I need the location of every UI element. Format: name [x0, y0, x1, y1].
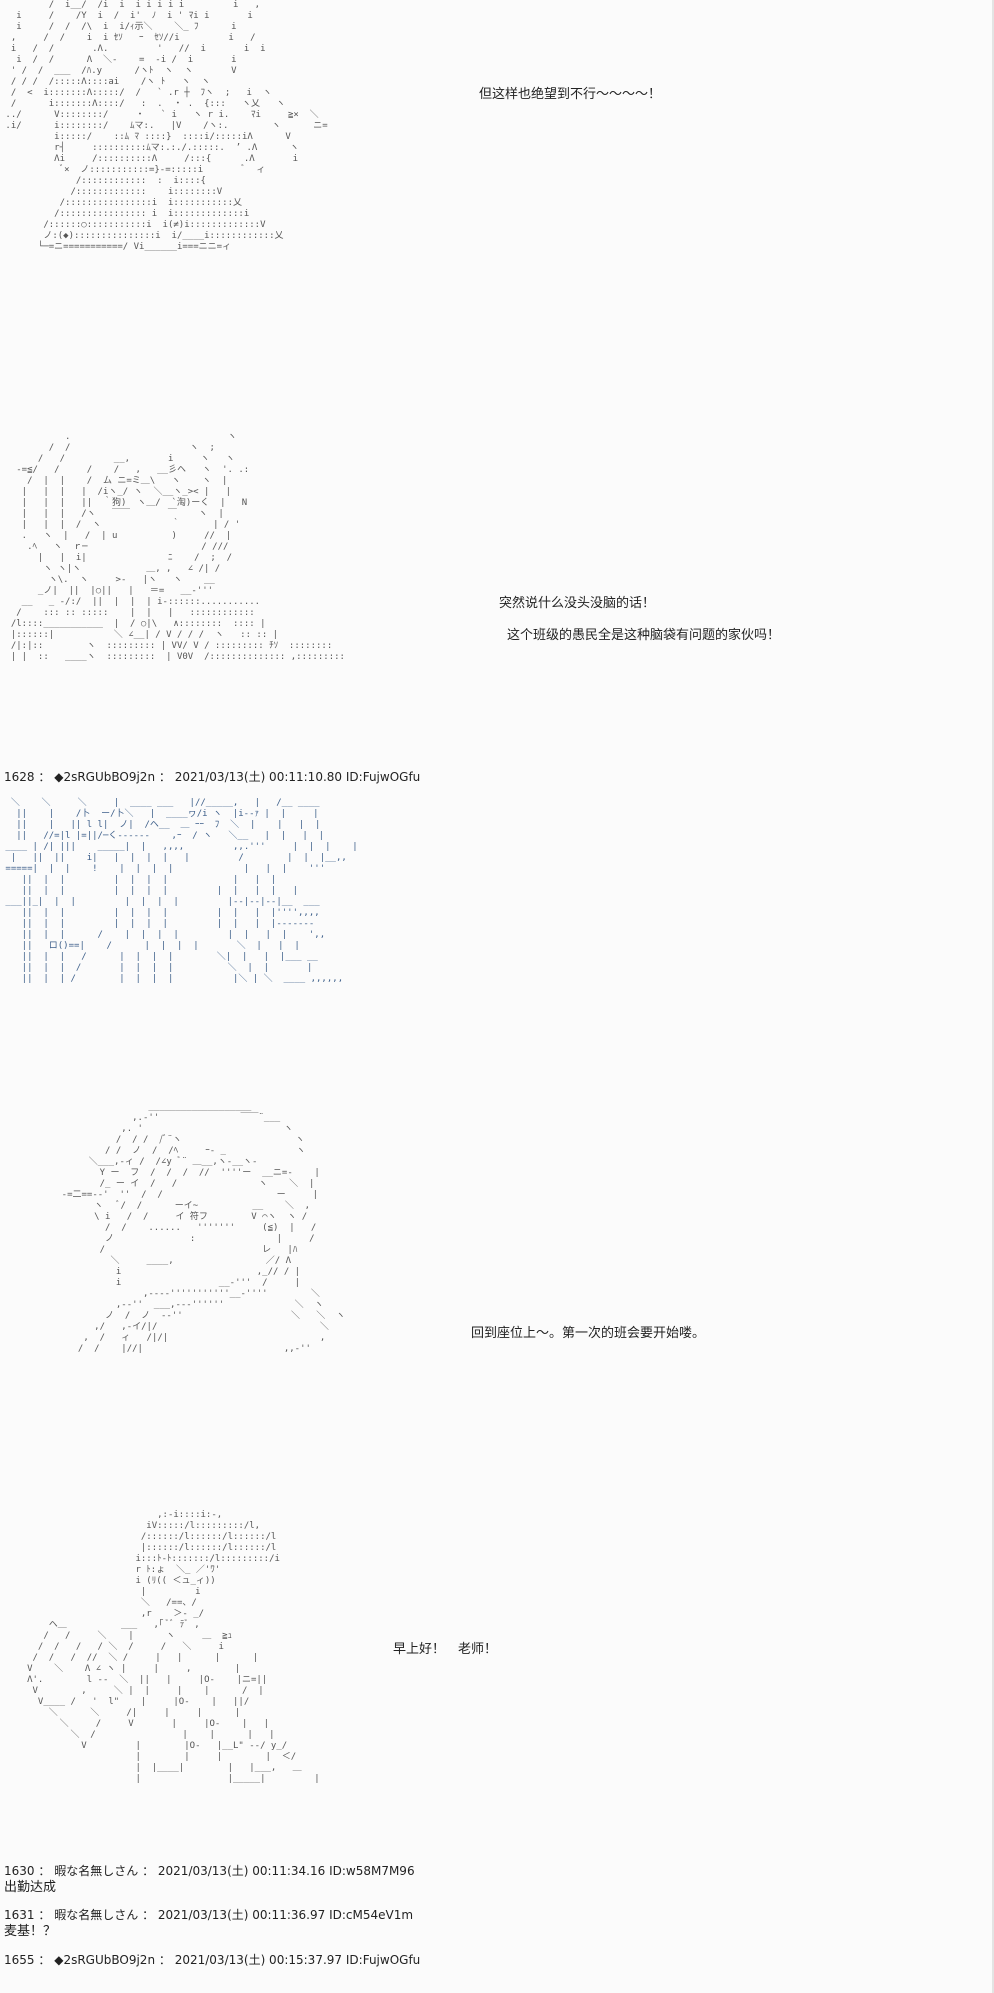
post-header: 1628 ： ◆2sRGUbBO9j2n ： 2021/03/13(土) 00:… [4, 768, 420, 785]
post-number: 1628 [4, 770, 35, 784]
post-id: ID:w58M7M96 [329, 1864, 415, 1878]
dialogue-line-4: 回到座位上～。第一次的班会要开始喽。 [471, 1326, 706, 1341]
post-separator: ： [158, 1953, 171, 1967]
post-number: 1631 [4, 1908, 35, 1922]
post-number: 1630 [4, 1864, 35, 1878]
page-edge [992, 0, 994, 1993]
poster-name: 暇な名無しさん [54, 1908, 139, 1922]
dialogue-line-2: 突然说什么没头没脑的话！ [499, 596, 656, 611]
post-body: 麦基！？ [4, 1924, 57, 1939]
poster-name: 暇な名無しさん [54, 1864, 139, 1878]
ascii-art-panel-4: ___________________ ,.-'' ￣￣¨___ ,. ' ヽ … [61, 1102, 346, 1354]
post-body: 出勤达成 [4, 1880, 57, 1895]
post-id: ID:cM54eV1m [329, 1908, 414, 1922]
post-separator: ： [158, 770, 171, 784]
post-id: ID:FujwOGfu [345, 1953, 421, 1967]
post-date: 2021/03/13(土) 00:11:34.16 [157, 1864, 326, 1878]
ascii-art-panel-3: ＼ ＼ ＼ | ____ ___ |//_____, | /__ ____ ||… [5, 798, 358, 984]
ascii-art-panel-1: / i__/ /i i i i i i i i , i / /Y i / i' … [5, 0, 328, 252]
post-separator: ： [38, 1864, 51, 1878]
post-header: 1630 ： 暇な名無しさん ： 2021/03/13(土) 00:11:34.… [4, 1862, 415, 1879]
post-id: ID:FujwOGfu [345, 770, 421, 784]
post-date: 2021/03/13(土) 00:11:36.97 [157, 1908, 326, 1922]
post-separator: ： [38, 770, 51, 784]
dialogue-line-1: 但这样也绝望到不行～～～～！ [479, 87, 662, 102]
poster-name: ◆2sRGUbBO9j2n [54, 770, 156, 784]
post-separator: ： [142, 1864, 155, 1878]
post-header: 1655 ： ◆2sRGUbBO9j2n ： 2021/03/13(土) 00:… [4, 1951, 420, 1968]
post-separator: ： [142, 1908, 155, 1922]
dialogue-line-5: 早上好！ 老师！ [393, 1642, 498, 1657]
ascii-art-panel-5: ,:-i::::i:-, iV:::::/l:::::::::/l, /::::… [27, 1510, 320, 1784]
post-date: 2021/03/13(土) 00:11:10.80 [174, 770, 343, 784]
post-date: 2021/03/13(土) 00:15:37.97 [174, 1953, 343, 1967]
post-separator: ： [38, 1953, 51, 1967]
ascii-art-panel-2: . ヽ / / ヽ ; / / __, i ヽ ヽ -=≦/ / / / , _… [10, 432, 345, 662]
post-number: 1655 [4, 1953, 35, 1967]
post-separator: ： [38, 1908, 51, 1922]
poster-name: ◆2sRGUbBO9j2n [54, 1953, 156, 1967]
post-header: 1631 ： 暇な名無しさん ： 2021/03/13(土) 00:11:36.… [4, 1906, 413, 1923]
dialogue-line-3: 这个班级的愚民全是这种脑袋有问题的家伙吗！ [507, 628, 781, 643]
